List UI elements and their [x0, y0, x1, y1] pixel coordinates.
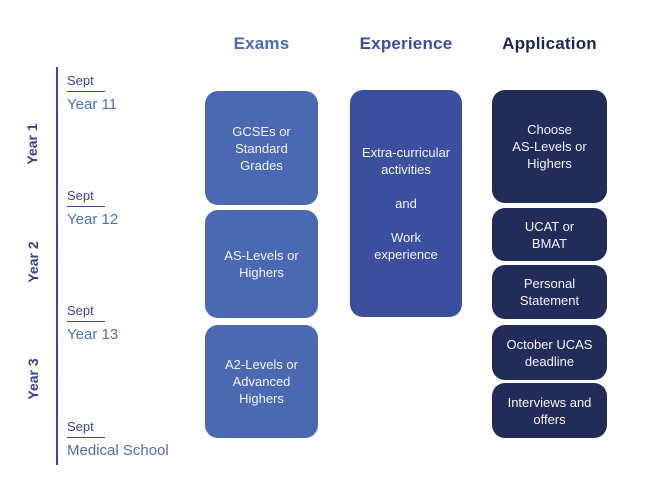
timeline-marker-medical-school: Sept Medical School	[67, 418, 197, 459]
application-box-ucas-deadline-text: October UCAS deadline	[506, 336, 593, 369]
exam-box-a2-levels-text: A2-Levels or Advanced Highers	[225, 357, 298, 406]
sept-label: Sept	[67, 303, 105, 322]
timeline-marker-year-12: Sept Year 12	[67, 187, 197, 228]
timeline-marker-year-13: Sept Year 13	[67, 302, 197, 343]
application-box-ucat-bmat-text: UCAT or BMAT	[524, 218, 575, 251]
year-stage-label: Year 11	[67, 96, 118, 113]
year-stage-label: Year 12	[67, 211, 119, 228]
column-header-application: Application	[502, 34, 597, 53]
exam-box-as-levels: AS-Levels or Highers	[205, 210, 318, 318]
timeline-axis-line	[56, 67, 58, 465]
application-box-personal-statement-text: Personal Statement	[519, 276, 580, 308]
exam-box-as-levels-text: AS-Levels or Highers	[224, 248, 299, 280]
sept-label: Sept	[67, 188, 105, 207]
timeline-marker-year-11: Sept Year 11	[67, 72, 197, 113]
experience-box-text: Extra-curricular activities and Work exp…	[361, 145, 451, 262]
experience-box: Extra-curricular activities and Work exp…	[350, 90, 462, 317]
sept-label: Sept	[67, 73, 105, 92]
exam-box-gcses: GCSEs or Standard Grades	[205, 91, 318, 205]
year-stage-label: Medical School	[67, 442, 169, 459]
year-axis-label-1: Year 1	[24, 123, 40, 165]
sept-label: Sept	[67, 419, 105, 438]
year-axis-label-3: Year 3	[25, 358, 41, 400]
column-header-experience: Experience	[359, 34, 453, 53]
column-header-exams: Exams	[233, 34, 290, 53]
year-axis-label-2: Year 2	[25, 241, 41, 283]
application-box-choose-as-levels-text: Choose AS-Levels or Highers	[512, 122, 587, 171]
exam-box-gcses-text: GCSEs or Standard Grades	[232, 123, 291, 173]
application-box-personal-statement: Personal Statement	[492, 265, 607, 319]
application-box-interviews-offers-text: Interviews and offers	[507, 394, 592, 427]
application-box-choose-as-levels: Choose AS-Levels or Highers	[492, 90, 607, 203]
application-box-interviews-offers: Interviews and offers	[492, 383, 607, 438]
exam-box-a2-levels: A2-Levels or Advanced Highers	[205, 325, 318, 438]
year-stage-label: Year 13	[67, 326, 119, 343]
application-box-ucat-bmat: UCAT or BMAT	[492, 208, 607, 261]
application-box-ucas-deadline: October UCAS deadline	[492, 325, 607, 380]
